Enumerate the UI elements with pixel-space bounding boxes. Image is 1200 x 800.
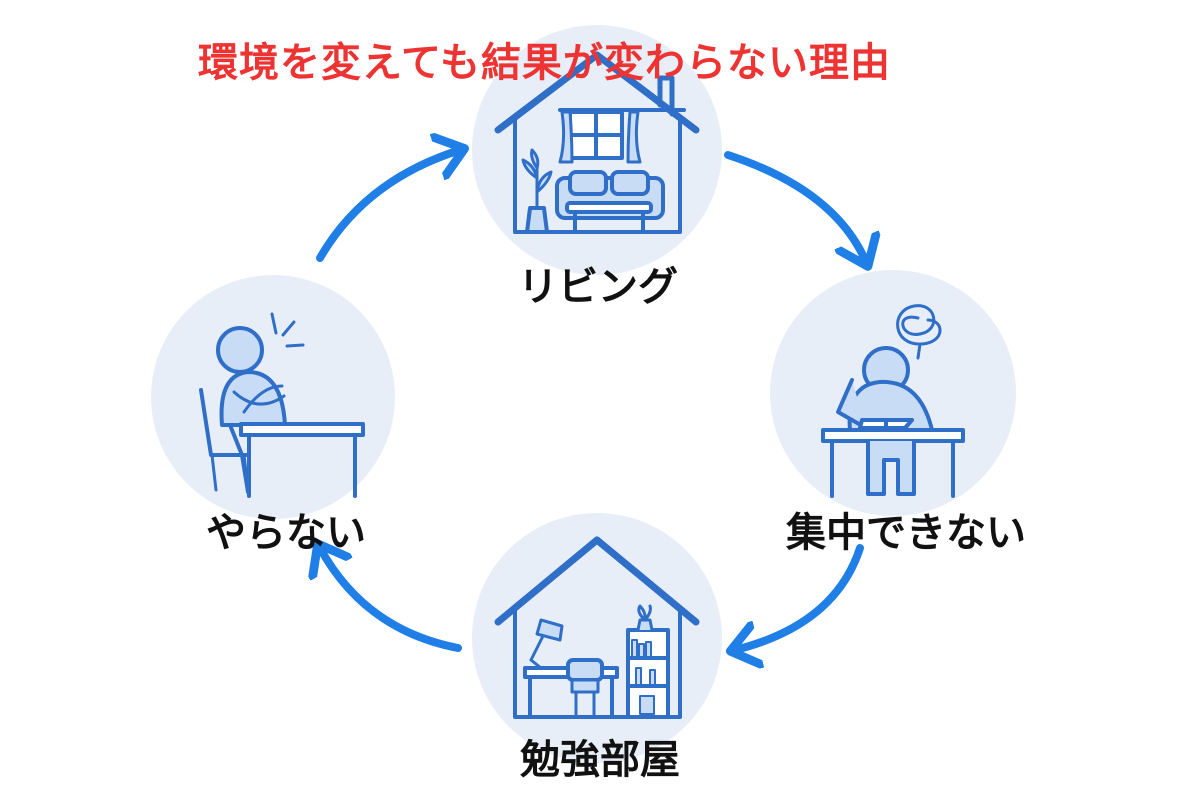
study-room-node-circle [472,513,722,763]
arrow-not-doing-to-living [316,150,460,262]
arrow-cannot-focus-to-study-room [735,544,864,650]
frustrated-person-at-desk-icon [821,304,965,498]
study-room-house-icon [494,536,700,719]
node-label-study-room: 勉強部屋 [520,737,680,783]
arrow-study-room-to-not-doing [320,548,462,652]
diagram-title: 環境を変えても結果が変わらない理由 [198,40,891,86]
living-room-house-icon [494,51,700,234]
arrow-living-to-cannot-focus [724,151,866,262]
node-label-not-doing: やらない [206,510,366,556]
node-label-cannot-focus: 集中できない [786,510,1026,556]
person-arms-crossed-at-desk-icon [199,312,365,498]
node-label-living: リビング [518,264,678,310]
